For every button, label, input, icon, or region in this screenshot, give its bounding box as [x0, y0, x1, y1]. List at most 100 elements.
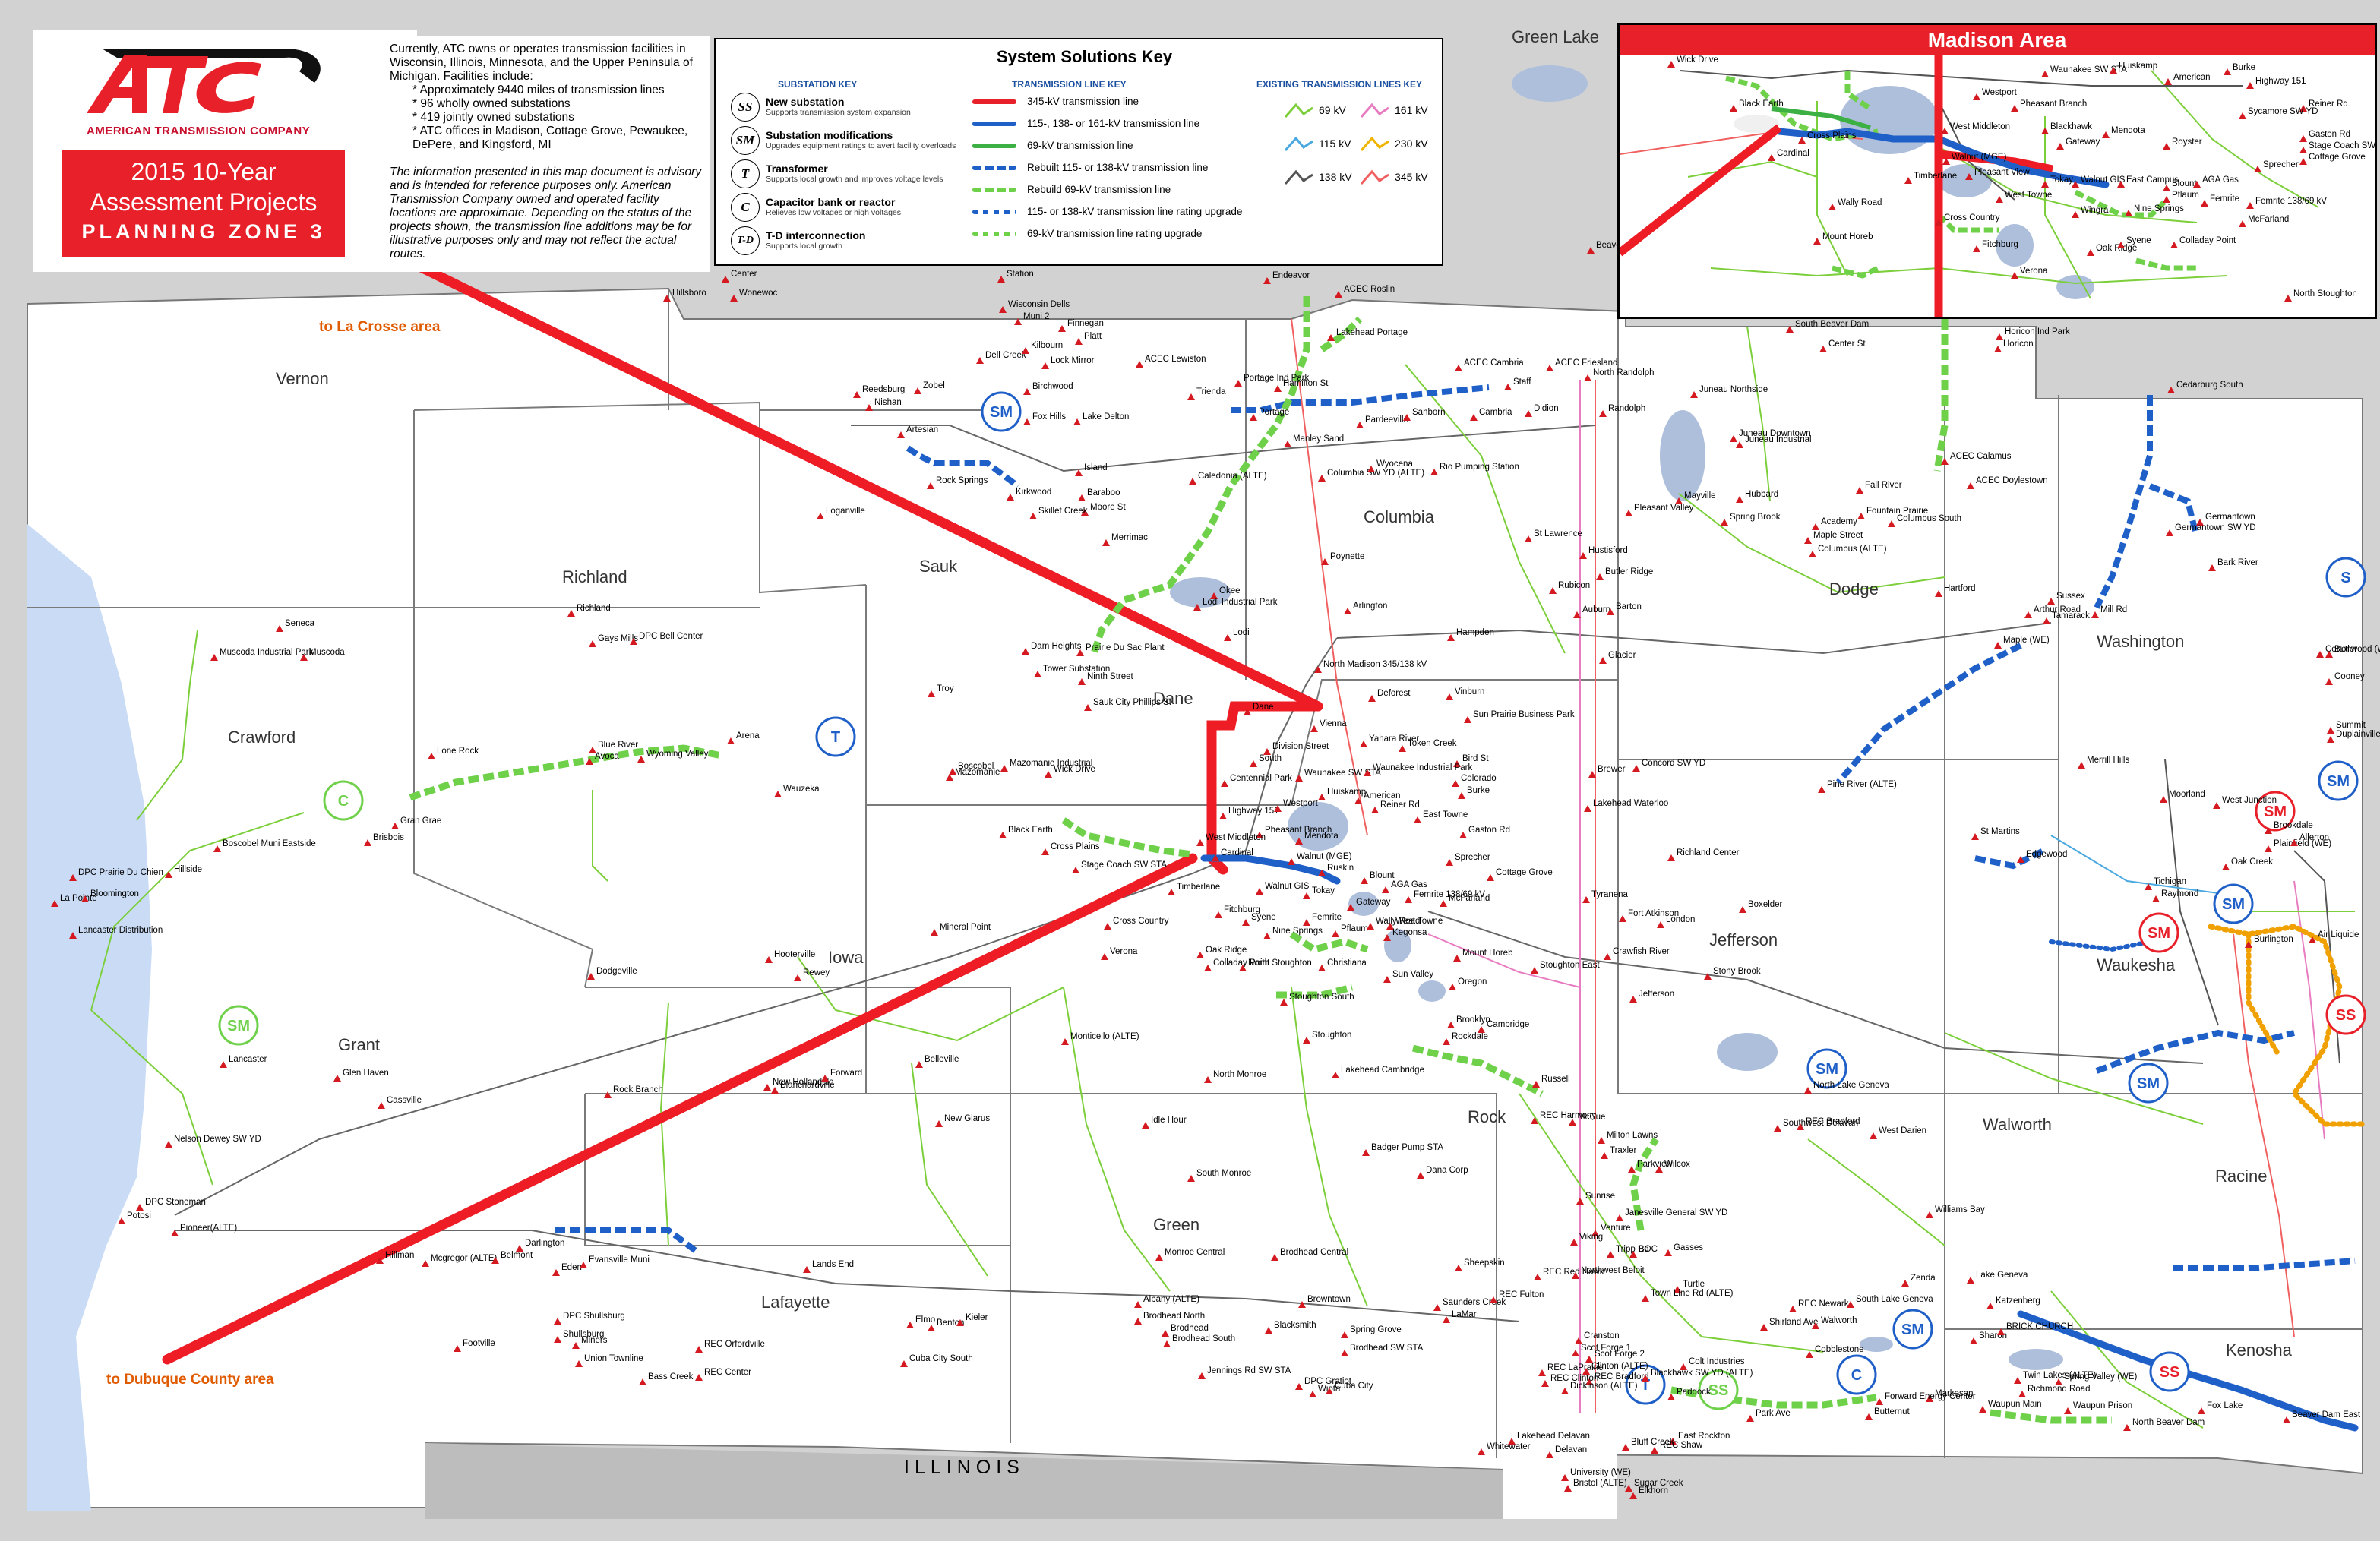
substation-marker[interactable]: Division Street: [1263, 742, 1329, 755]
substation-marker[interactable]: Evansville Muni: [580, 1255, 650, 1268]
substation-marker[interactable]: Moorland: [2160, 790, 2205, 803]
substation-marker[interactable]: Tamarack: [2043, 611, 2090, 624]
substation-marker[interactable]: Cross Country: [1104, 917, 1169, 930]
substation-marker[interactable]: Sheepskin: [1455, 1258, 1505, 1271]
substation-marker[interactable]: Stony Brook: [1704, 967, 1761, 980]
inset-substation-marker[interactable]: Wingra: [2072, 206, 2109, 218]
inset-substation-marker[interactable]: Walnut GIS: [2072, 175, 2126, 188]
substation-marker[interactable]: North Monroe: [1204, 1070, 1266, 1083]
inset-substation-marker[interactable]: Cottage Grove: [2299, 153, 2366, 165]
substation-marker[interactable]: Lake Delton: [1073, 412, 1129, 425]
substation-marker[interactable]: Paddock: [1667, 1388, 1711, 1400]
substation-marker[interactable]: Juneau Downtown: [1730, 429, 1811, 442]
symbol-ss-allerton[interactable]: SS: [2325, 994, 2366, 1035]
substation-marker[interactable]: Lands End: [803, 1260, 854, 1273]
symbol-sm-lake-geneva[interactable]: SM: [1892, 1309, 1933, 1350]
inset-substation-marker[interactable]: Pflaum: [2163, 191, 2199, 203]
substation-marker[interactable]: West Towne: [1386, 917, 1443, 930]
substation-marker[interactable]: Gasses: [1664, 1243, 1703, 1256]
substation-marker[interactable]: Butler: [2325, 645, 2357, 658]
substation-marker[interactable]: Union Townline: [575, 1354, 643, 1367]
substation-marker[interactable]: Muni 2: [1014, 312, 1050, 325]
inset-substation-marker[interactable]: Mendota: [2102, 126, 2145, 138]
substation-marker[interactable]: Loganville: [817, 507, 865, 519]
substation-marker[interactable]: Maple Street: [1804, 531, 1863, 544]
substation-marker[interactable]: REC Bradford: [1797, 1117, 1860, 1130]
substation-marker[interactable]: South Monroe: [1187, 1169, 1251, 1182]
substation-marker[interactable]: Staff: [1504, 377, 1531, 390]
substation-marker[interactable]: Dodgeville: [587, 967, 637, 980]
substation-marker[interactable]: Sussex: [2047, 592, 2085, 605]
substation-marker[interactable]: Centennial Park: [1221, 774, 1292, 787]
substation-marker[interactable]: Gaston Rd: [1459, 826, 1510, 838]
substation-marker[interactable]: Pheasant Branch: [1256, 826, 1332, 838]
substation-marker[interactable]: Scot Forge 1: [1572, 1344, 1631, 1356]
substation-marker[interactable]: Prairie Du Sac Plant: [1076, 643, 1165, 656]
inset-substation-marker[interactable]: Blackhawk: [2041, 122, 2092, 134]
substation-marker[interactable]: Sun Valley: [1383, 970, 1433, 983]
substation-marker[interactable]: Duplainville: [2327, 730, 2380, 743]
substation-marker[interactable]: Nine Springs: [1263, 927, 1323, 939]
substation-marker[interactable]: Raymond: [2152, 889, 2198, 902]
substation-marker[interactable]: Clinton (ALTE): [1582, 1362, 1648, 1375]
substation-marker[interactable]: Muscoda: [300, 648, 345, 661]
substation-marker[interactable]: London: [1657, 915, 1695, 928]
substation-marker[interactable]: Bristol (ALTE): [1564, 1479, 1627, 1492]
substation-marker[interactable]: Hustisford: [1579, 546, 1628, 559]
substation-marker[interactable]: Avoca: [586, 752, 619, 765]
substation-marker[interactable]: Tichigan: [2145, 877, 2186, 890]
substation-marker[interactable]: Browntown: [1298, 1295, 1351, 1308]
substation-marker[interactable]: Columbus South: [1888, 514, 1961, 527]
substation-marker[interactable]: Cambridge: [1478, 1020, 1529, 1033]
substation-marker[interactable]: Miners: [572, 1336, 608, 1349]
substation-marker[interactable]: Pleasant Valley: [1625, 504, 1694, 516]
substation-marker[interactable]: Juneau Industrial: [1736, 435, 1812, 448]
substation-marker[interactable]: Air Liquide: [2309, 930, 2359, 943]
substation-marker[interactable]: University (WE): [1561, 1468, 1631, 1481]
substation-marker[interactable]: Endeavor: [1263, 271, 1310, 284]
substation-marker[interactable]: Bird St: [1453, 754, 1489, 767]
substation-marker[interactable]: Richmond Road: [2018, 1385, 2090, 1397]
substation-marker[interactable]: Center St: [1819, 339, 1866, 352]
substation-marker[interactable]: REC Harmony: [1531, 1111, 1596, 1124]
substation-marker[interactable]: DPC Bell Center: [630, 632, 703, 645]
inset-substation-marker[interactable]: Burke: [2224, 63, 2255, 75]
substation-marker[interactable]: Glacier: [1599, 651, 1636, 664]
substation-marker[interactable]: Albany (ALTE): [1134, 1295, 1199, 1308]
substation-marker[interactable]: Wally Road: [1367, 917, 1420, 930]
substation-marker[interactable]: Columbia SW YD (ALTE): [1318, 469, 1424, 482]
substation-marker[interactable]: Rubicon: [1549, 581, 1590, 594]
substation-marker[interactable]: Portage: [1250, 408, 1289, 421]
substation-marker[interactable]: Spring Valley (WE): [2055, 1372, 2137, 1385]
symbol-sm-university[interactable]: SM: [1806, 1048, 1847, 1089]
substation-marker[interactable]: Milton Lawns: [1598, 1131, 1658, 1144]
substation-marker[interactable]: Lancaster Distribution: [69, 926, 163, 939]
substation-marker[interactable]: North Beaver Dam: [2123, 1418, 2205, 1431]
inset-substation-marker[interactable]: Syene: [2117, 236, 2151, 248]
substation-marker[interactable]: Turtle: [1674, 1280, 1705, 1293]
substation-marker[interactable]: ACEC Calamus: [1941, 452, 2012, 465]
symbol-c-brick-church[interactable]: C: [1836, 1354, 1877, 1395]
substation-marker[interactable]: Tokay: [1303, 886, 1335, 899]
substation-marker[interactable]: Delavan: [1546, 1445, 1587, 1458]
inset-substation-marker[interactable]: Pleasant View: [1965, 168, 2030, 180]
substation-marker[interactable]: Bark River: [2208, 558, 2258, 571]
substation-marker[interactable]: Dam Heights: [1022, 642, 1082, 655]
inset-substation-marker[interactable]: Wally Road: [1828, 198, 1882, 210]
substation-marker[interactable]: REC Bradford: [1585, 1372, 1649, 1385]
substation-marker[interactable]: Williams Bay: [1926, 1205, 1985, 1218]
substation-marker[interactable]: Whitewater: [1478, 1442, 1531, 1455]
substation-marker[interactable]: Butternut: [1865, 1407, 1910, 1420]
substation-marker[interactable]: Auburn: [1573, 605, 1610, 618]
substation-marker[interactable]: Seneca: [276, 619, 315, 632]
substation-marker[interactable]: Hubbard: [1736, 490, 1778, 503]
inset-substation-marker[interactable]: Blount: [2163, 179, 2197, 191]
substation-marker[interactable]: Richland: [567, 604, 611, 617]
inset-substation-marker[interactable]: Tokay: [2041, 175, 2073, 188]
substation-marker[interactable]: Gran Grae: [391, 816, 441, 829]
substation-marker[interactable]: LaMar: [1443, 1310, 1477, 1323]
substation-marker[interactable]: Mineral Point: [931, 923, 991, 936]
substation-marker[interactable]: Hooterville: [765, 950, 815, 963]
substation-marker[interactable]: Burke: [1458, 786, 1490, 799]
substation-marker[interactable]: Shullsburg: [554, 1330, 604, 1343]
